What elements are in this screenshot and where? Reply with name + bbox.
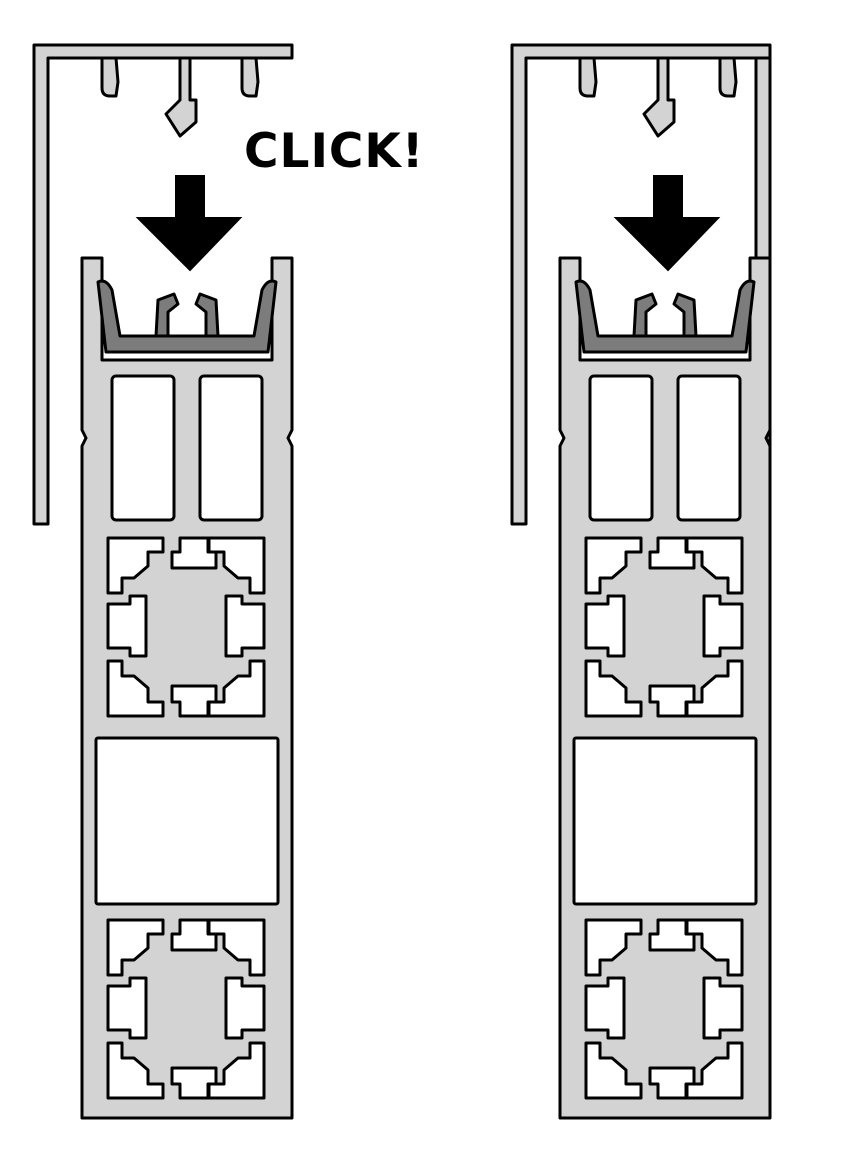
cover-rail-right [510, 43, 772, 526]
chamber-upper-right-right [676, 374, 742, 522]
clip-finger-right-right [672, 292, 698, 338]
clip-finger-left-left [154, 292, 180, 338]
chamber-middle-right [572, 736, 758, 906]
snap-clip-right [574, 279, 756, 354]
slot-cluster-upper-right-corner-bottom-left [584, 659, 643, 718]
chamber-upper-left-left [110, 374, 176, 522]
cover-rail-left [32, 43, 294, 526]
hook-left-right [578, 56, 598, 98]
slot-cluster-lower-left-corner-top-left [106, 918, 165, 977]
hook-right-right [718, 56, 738, 98]
key-diamond-right [642, 56, 676, 138]
click-annotation: CLICK! [244, 124, 425, 179]
slot-cluster-lower-left-slot-right [224, 976, 266, 1040]
slot-cluster-upper-left-slot-right [224, 594, 266, 658]
hook-left-left [100, 56, 120, 98]
slot-cluster-upper-right-slot-bottom [648, 684, 696, 718]
slot-cluster-upper-left-slot-left [106, 594, 148, 658]
slot-cluster-lower-right-slot-right [702, 976, 744, 1040]
clip-finger-right-left [194, 292, 220, 338]
clip-finger-left-right [632, 292, 658, 338]
slot-cluster-upper-left-corner-top-left [106, 536, 165, 595]
slot-cluster-lower-left-slot-bottom [170, 1066, 218, 1100]
slot-cluster-lower-left-slot-top [170, 918, 218, 952]
slot-cluster-upper-left-slot-bottom [170, 684, 218, 718]
slot-cluster-upper-right-corner-top-left [584, 536, 643, 595]
slot-cluster-lower-left-corner-bottom-left [106, 1041, 165, 1100]
chamber-upper-right-left [198, 374, 264, 522]
slot-cluster-upper-right-slot-right [702, 594, 744, 658]
hook-right-left [240, 56, 260, 98]
snap-clip-left [96, 279, 278, 354]
slot-cluster-lower-right-slot-left [584, 976, 626, 1040]
slot-cluster-upper-left-slot-top [170, 536, 218, 570]
chamber-middle-left [94, 736, 280, 906]
key-diamond-left [164, 56, 198, 138]
slot-cluster-upper-right-slot-top [648, 536, 696, 570]
slot-cluster-lower-left-slot-left [106, 976, 148, 1040]
down-arrow-left [135, 175, 243, 272]
down-arrow-right [613, 175, 721, 272]
assembly-left [32, 43, 294, 1120]
slot-cluster-lower-right-corner-bottom-left [584, 1041, 643, 1100]
assembly-right [510, 43, 772, 1120]
slot-cluster-lower-right-slot-bottom [648, 1066, 696, 1100]
slot-cluster-lower-right-corner-top-left [584, 918, 643, 977]
slot-cluster-lower-right-slot-top [648, 918, 696, 952]
chamber-upper-left-right [588, 374, 654, 522]
slot-cluster-upper-left-corner-bottom-left [106, 659, 165, 718]
slot-cluster-upper-right-slot-left [584, 594, 626, 658]
